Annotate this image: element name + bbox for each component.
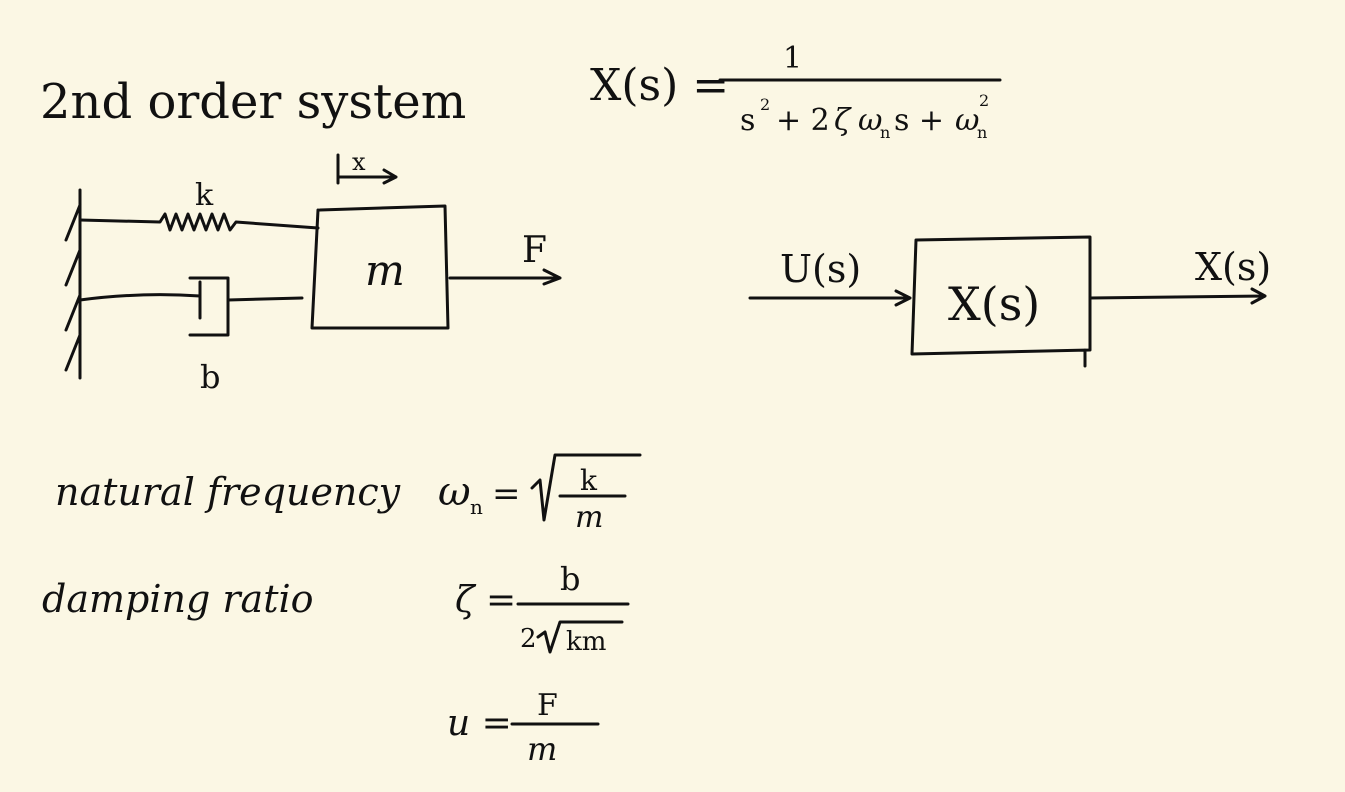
- tf-den-s-exp: 2: [760, 95, 770, 114]
- force-arrow: [448, 268, 562, 286]
- zeta-lhs: ζ =: [455, 580, 516, 621]
- tf-den-omega2: ω: [955, 103, 979, 138]
- tf-denominator: s 2 + 2 ζ ω n s + ω n 2: [740, 91, 989, 142]
- u-num: F: [537, 688, 558, 723]
- input-arrow: [748, 289, 912, 307]
- tf-den-s: s: [740, 103, 755, 138]
- input-definition-formula: u = F m: [447, 688, 600, 768]
- block-diagram: U(s) X(s) X(s): [748, 235, 1271, 368]
- wn-sub: n: [470, 495, 483, 519]
- u-den: m: [527, 730, 557, 768]
- wn-sqrt: [530, 453, 642, 522]
- damper-rod-right: [226, 296, 304, 302]
- diagram-title: 2nd order system: [40, 74, 466, 130]
- spring: [78, 212, 320, 232]
- damper-label: b: [200, 358, 220, 396]
- displacement-arrow: [336, 168, 398, 185]
- output-label: X(s): [1195, 245, 1271, 289]
- input-label: U(s): [780, 247, 861, 291]
- transfer-block: [910, 235, 1092, 368]
- natural-frequency-label: natural frequency: [55, 470, 401, 514]
- spring-label: k: [195, 178, 214, 213]
- tf-den-plus2: + 2: [776, 103, 830, 138]
- tf-den-omega: ω: [858, 103, 882, 138]
- tf-den-omega-sub: n: [880, 123, 890, 142]
- wall-hatching: [64, 203, 82, 372]
- damper-cylinder: [188, 276, 230, 337]
- tf-den-omega2-sub: n: [977, 123, 987, 142]
- zeta-sqrt: [536, 620, 624, 654]
- damper-rod-left: [78, 293, 202, 302]
- wn-den: m: [575, 500, 603, 535]
- tf-lhs: X(s) =: [590, 60, 729, 111]
- natural-frequency-formula: natural frequency ω n = k m: [55, 453, 642, 535]
- block-label: X(s): [948, 277, 1040, 331]
- mass-label: m: [365, 246, 405, 295]
- wn-eq: =: [492, 474, 521, 514]
- tf-numerator: 1: [783, 41, 802, 76]
- force-label: F: [522, 230, 547, 271]
- mass-block: [310, 204, 450, 330]
- zeta-den-rad: km: [566, 627, 606, 657]
- displacement-label: x: [352, 148, 366, 176]
- u-lhs: u =: [447, 703, 512, 744]
- damping-ratio-formula: damping ratio ζ = b 2 km: [42, 560, 630, 657]
- wn-num: k: [580, 464, 598, 497]
- tf-den-zeta: ζ: [834, 103, 852, 138]
- output-arrow: [1088, 287, 1267, 305]
- zeta-den-coef: 2: [520, 624, 537, 654]
- mass-spring-damper: k b m x F: [64, 148, 562, 396]
- transfer-function: X(s) = 1 s 2 + 2 ζ ω n s + ω n 2: [590, 41, 1002, 142]
- zeta-num: b: [560, 560, 580, 598]
- wn-omega: ω: [438, 469, 471, 515]
- tf-den-omega2-exp: 2: [979, 91, 989, 110]
- tf-den-s-plus: s +: [894, 103, 944, 138]
- damping-ratio-label: damping ratio: [42, 577, 314, 621]
